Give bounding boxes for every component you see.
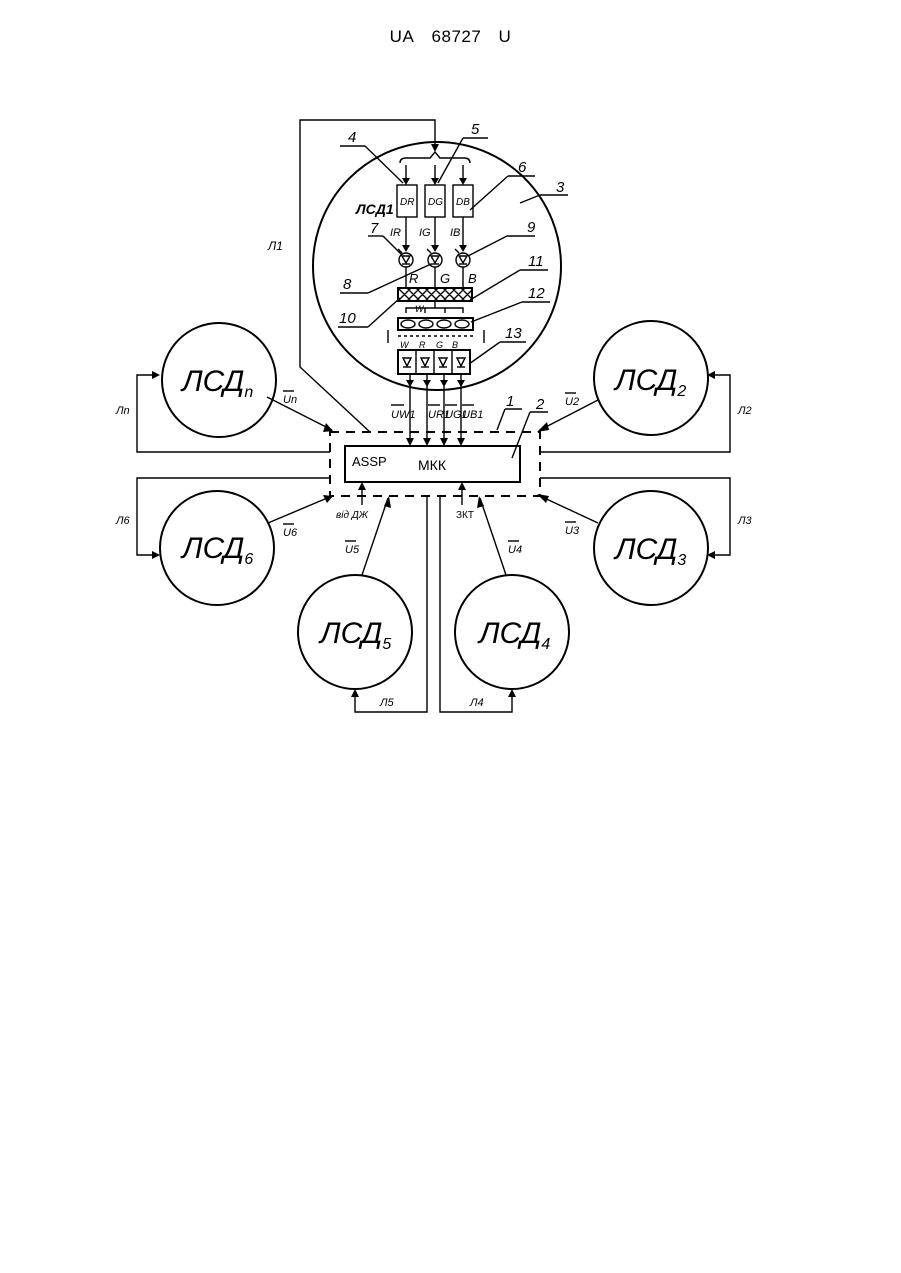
led-b-icon [455, 249, 470, 267]
callout-12: 12 [528, 285, 545, 302]
current-r-label: IR [390, 227, 401, 239]
svg-text:ЛСД4: ЛСД4 [477, 617, 550, 653]
lsd6-label: ЛСД [180, 532, 244, 565]
led-r-icon [398, 249, 413, 267]
sensor-g-label: G [436, 340, 443, 350]
signal-u6-label: U6 [283, 527, 298, 539]
svg-text:ЛСДn: ЛСДn [180, 365, 253, 401]
filter-row [398, 318, 473, 330]
signal-u2-label: U2 [565, 396, 579, 408]
lsd5-label: ЛСД [318, 617, 382, 650]
lsd6-node: ЛСД6 U6 Л6 [115, 478, 333, 605]
driver-g-label: DG [428, 197, 443, 208]
lsd1-label: ЛСД1 [355, 201, 394, 217]
svg-text:ЛСД6: ЛСД6 [180, 532, 253, 568]
lsd3-node: ЛСД3 U3 Л3 [537, 478, 753, 605]
line-l5-label: Л5 [379, 697, 395, 709]
controller-assp-label: ASSP [352, 454, 387, 469]
callout-9: 9 [527, 219, 536, 236]
color-b-label: B [468, 271, 477, 286]
callout-6: 6 [518, 159, 527, 176]
lsd3-label: ЛСД [613, 533, 677, 566]
current-g-label: IG [419, 227, 431, 239]
callout-4: 4 [348, 129, 356, 146]
input-djk-label: від ДЖ [336, 510, 369, 521]
callout-2: 2 [535, 396, 545, 413]
signal-u5-label: U5 [345, 544, 360, 556]
input-zkt: ЗКТ [456, 482, 474, 521]
line-ln-label: Лn [115, 405, 130, 417]
driver-r-label: DR [400, 197, 414, 208]
sensor-w-label: W [400, 340, 410, 350]
svg-text:ЛСД2: ЛСД2 [613, 364, 686, 400]
signal-u3-label: U3 [565, 525, 580, 537]
line-l6-label: Л6 [115, 515, 131, 527]
line-l2-label: Л2 [737, 405, 752, 417]
callout-1: 1 [506, 393, 514, 410]
input-zkt-label: ЗКТ [456, 510, 474, 521]
input-djk: від ДЖ [336, 482, 369, 521]
lsd4-node: ЛСД4 U4 Л4 [440, 496, 569, 712]
w-top-label: W [415, 304, 425, 314]
diffuser-bar [398, 288, 472, 301]
callout-5: 5 [471, 121, 480, 138]
callout-7: 7 [370, 220, 379, 237]
lsd5-node: ЛСД5 U5 Л5 [298, 496, 427, 712]
lsd1-module: ЛСД1 DR DG DB IR IG IB [313, 142, 561, 446]
sensor-b-label: B [452, 340, 458, 350]
color-g-label: G [440, 271, 450, 286]
callout-13: 13 [505, 325, 522, 342]
lsdn-sub: n [244, 384, 253, 401]
svg-text:ЛСД5: ЛСД5 [318, 617, 391, 653]
callout-10: 10 [339, 310, 356, 327]
lsd4-sub: 4 [541, 636, 550, 653]
lsd2-sub: 2 [676, 383, 686, 400]
current-b-label: IB [450, 227, 460, 239]
svg-text:ЛСД3: ЛСД3 [613, 533, 686, 569]
callout-3: 3 [556, 179, 565, 196]
signal-u4-label: U4 [508, 544, 522, 556]
lsd2-label: ЛСД [613, 364, 677, 397]
photosensor-block [398, 350, 470, 374]
lsdn-label: ЛСД [180, 365, 244, 398]
controller-block: ASSP МКК [345, 446, 520, 482]
line-l1-label: Л1 [267, 239, 283, 253]
controller-mkk-label: МКК [418, 457, 447, 473]
lsd3-sub: 3 [677, 552, 686, 569]
line-l3-label: Л3 [737, 515, 753, 527]
signal-ub1-label: UB1 [462, 409, 483, 421]
sensor-r-label: R [419, 340, 426, 350]
callout-11: 11 [528, 253, 544, 270]
line-l4-label: Л4 [469, 697, 484, 709]
lsd2-node: ЛСД2 U2 Л2 [537, 321, 752, 452]
lsd6-sub: 6 [244, 551, 253, 568]
signal-un-label: Un [283, 394, 297, 406]
lsd5-sub: 5 [382, 636, 391, 653]
driver-b-label: DB [456, 197, 470, 208]
lsd4-label: ЛСД [477, 617, 541, 650]
signal-uw1-label: UW1 [391, 409, 415, 421]
callout-8: 8 [343, 276, 352, 293]
